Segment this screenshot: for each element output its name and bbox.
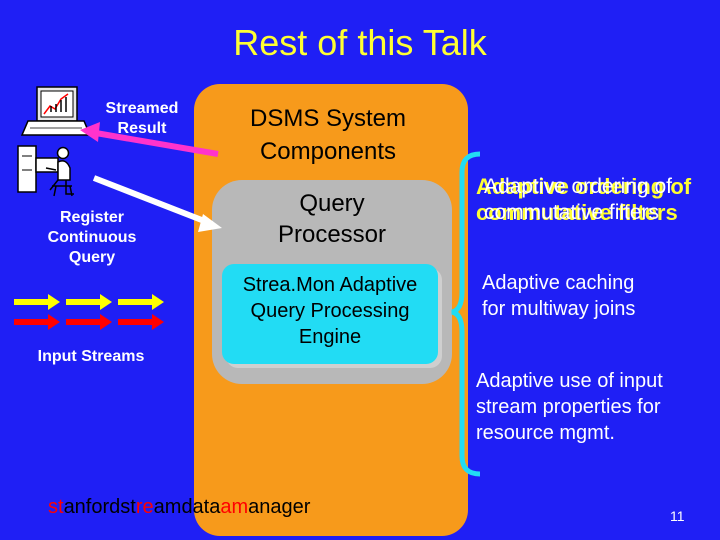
footer-seg-6: data — [181, 496, 221, 518]
engine-line-2: Query Processing — [250, 300, 410, 322]
footer-seg-2: anford — [63, 496, 121, 518]
red-stream-arrows — [14, 314, 164, 330]
page-number: 11 — [670, 508, 685, 524]
query-processor-line-2: Processor — [277, 221, 387, 248]
streamed-result-line-2: Result — [117, 120, 167, 137]
slide-title: Rest of this Talk — [233, 22, 487, 63]
bullet-caching-line-1: Adaptive caching — [482, 272, 635, 294]
dsms-components-title: DSMS System Components — [210, 102, 446, 168]
query-processor-line-1: Query — [299, 190, 365, 217]
footer-seg-7: am — [220, 496, 249, 518]
footer-seg-1: st — [48, 496, 64, 518]
footer-seg-4: re — [135, 496, 154, 518]
register-query-label: Register Continuous Query — [22, 208, 162, 268]
register-query-line-3: Query — [68, 249, 116, 266]
bullet-ordering-b-line-1: Adaptive ordering of — [484, 175, 672, 198]
input-streams-label: Input Streams — [37, 348, 145, 365]
bullet-ordering-a-line-1: Adaptive ordering of — [476, 174, 692, 199]
bullet-caching: Adaptive caching for multiway joins — [482, 270, 635, 322]
bullet-ordering-b-line-2: commutative filters — [484, 201, 660, 224]
bullet-ordering-a-line-2: commutative filters — [476, 200, 678, 225]
streamed-result-label: Streamed Result — [94, 99, 190, 139]
footer-seg-8: anager — [248, 496, 311, 518]
footer-logo: stanfordstreamdataamanager — [48, 496, 310, 519]
bullet-stream-line-3: resource mgmt. — [476, 422, 615, 444]
engine-label: Strea.Mon Adaptive Query Processing Engi… — [222, 272, 438, 350]
engine-line-3: Engine — [298, 326, 362, 348]
bullet-ordering-b: Adaptive ordering of commutative filters — [484, 174, 672, 226]
query-processor-title: Query Processor — [212, 188, 452, 250]
engine-box — [222, 264, 438, 364]
streamed-result-line-1: Streamed — [105, 100, 179, 117]
register-query-line-1: Register — [59, 209, 125, 226]
register-query-line-2: Continuous — [47, 229, 137, 246]
engine-line-1: Strea.Mon Adaptive — [242, 274, 418, 296]
bullet-stream-line-1: Adaptive use of input — [476, 370, 663, 392]
footer-seg-3: st — [120, 496, 136, 518]
bullet-ordering-a: Adaptive ordering of commutative filters — [476, 174, 691, 226]
yellow-stream-arrows — [14, 294, 164, 310]
dsms-title-line-1: DSMS System — [249, 105, 407, 132]
bullet-caching-line-2: for multiway joins — [482, 298, 636, 320]
footer-seg-5: am — [153, 496, 182, 518]
dsms-title-line-2: Components — [259, 138, 397, 165]
bullet-stream-properties: Adaptive use of input stream properties … — [476, 368, 663, 446]
bullet-stream-line-2: stream properties for — [476, 396, 661, 418]
